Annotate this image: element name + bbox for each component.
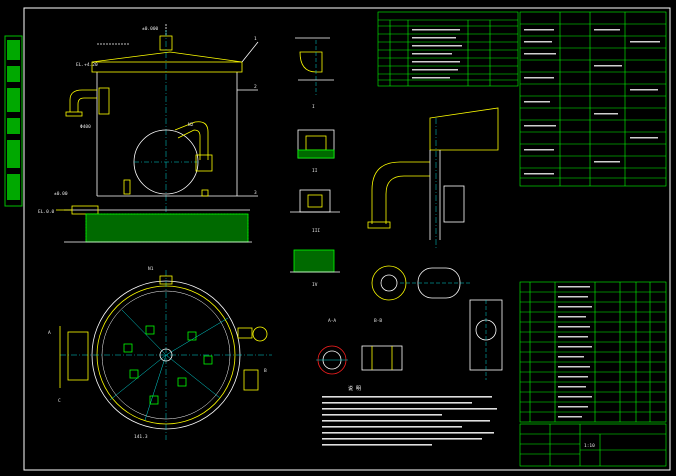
tank-plan-view bbox=[59, 270, 272, 440]
drawing-scale: 1:10 bbox=[584, 443, 595, 449]
title-block bbox=[519, 423, 667, 467]
flange-section-detail bbox=[371, 265, 503, 380]
svg-text:±0.00: ±0.00 bbox=[54, 191, 68, 197]
svg-text:B-B: B-B bbox=[374, 318, 382, 324]
nozzle-table-fills bbox=[412, 29, 462, 79]
drawing-frame bbox=[23, 7, 671, 471]
svg-text:±0.000: ±0.000 bbox=[142, 26, 159, 32]
svg-text:EL.+4.20: EL.+4.20 bbox=[76, 62, 98, 68]
design-data-fills bbox=[524, 29, 660, 175]
svg-text:2: 2 bbox=[254, 84, 257, 90]
svg-text:N1: N1 bbox=[148, 266, 154, 272]
elbow-pipe-detail bbox=[367, 107, 499, 248]
design-data-table bbox=[519, 11, 667, 187]
binding-strip bbox=[4, 35, 23, 207]
svg-text:B: B bbox=[264, 368, 267, 374]
plan-view-labels: N1 A B 141.3 C bbox=[48, 266, 267, 440]
detail-view-I: I bbox=[295, 37, 334, 110]
parts-list-table bbox=[519, 281, 667, 423]
nozzle-table bbox=[377, 11, 519, 87]
detail-view-II: II bbox=[297, 129, 335, 174]
section-details: A-A B-B bbox=[316, 318, 403, 375]
plan-view-supports bbox=[123, 325, 213, 405]
technical-notes-block: 说 明 bbox=[322, 385, 497, 446]
svg-text:A-A: A-A bbox=[328, 318, 336, 324]
svg-text:3: 3 bbox=[254, 190, 257, 196]
svg-text:1: 1 bbox=[254, 36, 257, 42]
detail-view-IV: IV bbox=[290, 249, 340, 288]
elevation-dimension-labels: ±0.000 EL.+4.20 Φ400 ±0.00 EL.0.0 N2 1 2… bbox=[38, 26, 257, 215]
svg-text:N2: N2 bbox=[188, 122, 194, 128]
detail-view-III: III bbox=[290, 189, 340, 234]
parts-list-fills bbox=[558, 286, 592, 418]
svg-text:141.3: 141.3 bbox=[134, 434, 148, 440]
foundation-block bbox=[64, 213, 252, 243]
svg-text:IV: IV bbox=[312, 282, 318, 288]
svg-text:I: I bbox=[312, 104, 315, 110]
svg-text:EL.0.0: EL.0.0 bbox=[38, 209, 55, 215]
svg-text:III: III bbox=[312, 228, 320, 234]
notes-heading: 说 明 bbox=[348, 385, 361, 392]
svg-text:II: II bbox=[312, 168, 318, 174]
svg-text:Φ400: Φ400 bbox=[80, 124, 91, 130]
svg-text:A: A bbox=[48, 330, 51, 336]
tank-elevation-view bbox=[56, 24, 259, 230]
svg-text:C: C bbox=[58, 398, 61, 404]
